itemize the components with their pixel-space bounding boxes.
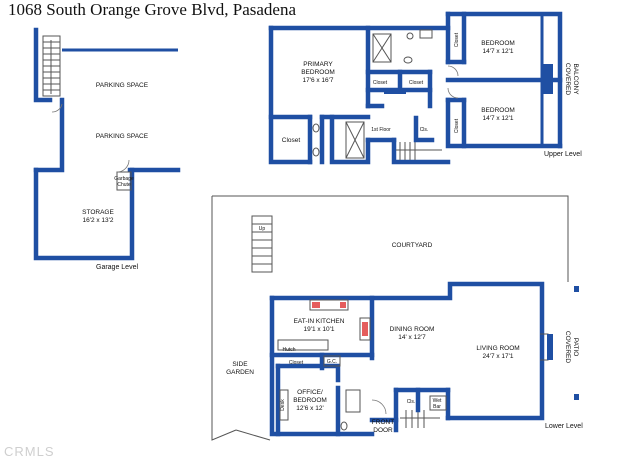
kitchen-name: EAT-IN KITCHEN — [294, 318, 345, 325]
lower-level: Up COURTYARD EAT-IN KITCHEN 19'1 x 10'1 … — [211, 195, 583, 441]
courtyard-label: COURTYARD — [392, 242, 433, 249]
page-title: 1068 South Orange Grove Blvd, Pasadena — [8, 0, 297, 19]
upper-level: PRIMARY BEDROOM 17'6 x 16'7 Closet Close… — [268, 11, 582, 165]
storage-name: STORAGE — [82, 209, 114, 216]
patio-label-2: PATIO — [572, 338, 579, 357]
parking-space-label-1: PARKING SPACE — [96, 82, 149, 89]
courtyard-stair: Up — [251, 215, 273, 273]
bedroom-top-size: 14'7 x 12'1 — [482, 48, 513, 55]
bedroom-top-name: BEDROOM — [481, 40, 515, 47]
front-door-label-2: DOOR — [373, 427, 393, 434]
closet-primary-label: Closet — [282, 137, 301, 144]
balcony-label-1: COVERED — [564, 63, 571, 95]
office-size: 12'6 x 12' — [296, 405, 323, 412]
living-name: LIVING ROOM — [476, 345, 519, 352]
storage-size: 16'2 x 13'2 — [82, 217, 113, 224]
cls-lower-label: Cls. — [407, 399, 416, 405]
closet-upper-bottom-label: Closet — [454, 118, 460, 133]
lower-level-label: Lower Level — [545, 423, 583, 430]
wet-bar-label-1: Wet — [433, 398, 442, 404]
wet-bar-label-2: Bar — [433, 404, 441, 410]
closet-lower-label: Closet — [289, 360, 304, 366]
living-size: 24'7 x 17'1 — [482, 353, 513, 360]
dining-size: 14' x 12'7 — [398, 334, 426, 341]
primary-bedroom-size: 17'6 x 16'7 — [302, 77, 333, 84]
closet-b-label: Closet — [409, 80, 424, 86]
bedroom-bottom-name: BEDROOM — [481, 107, 515, 114]
dining-name: DINING ROOM — [390, 326, 435, 333]
closet-upper-top-label: Closet — [454, 32, 460, 47]
kitchen-size: 19'1 x 10'1 — [303, 326, 334, 333]
patio-label-1: COVERED — [564, 331, 571, 363]
office-name: OFFICE/ — [297, 389, 323, 396]
hutch-label: Hutch — [282, 347, 295, 353]
lower-stair — [400, 410, 440, 428]
up-label: Up — [259, 226, 266, 232]
closet-a-label: Closet — [373, 80, 388, 86]
gc-label: G.C. — [327, 359, 337, 365]
garbage-chute-label-2: Chute — [117, 182, 131, 188]
garage-level: PARKING SPACE PARKING SPACE Garbage Chut… — [33, 27, 181, 271]
balcony-label-2: BALCONY — [572, 63, 579, 95]
bedroom-bottom-size: 14'7 x 12'1 — [482, 115, 513, 122]
cls-upper-label: Cls. — [420, 127, 429, 133]
garbage-chute-label-1: Garbage — [114, 176, 134, 182]
side-garden-label-2: GARDEN — [226, 369, 254, 376]
upper-level-label: Upper Level — [544, 151, 582, 158]
primary-bedroom-name-2: BEDROOM — [301, 69, 335, 76]
crmls-watermark: CRMLS — [4, 444, 55, 459]
parking-space-label-2: PARKING SPACE — [96, 133, 149, 140]
garage-level-label: Garage Level — [96, 264, 138, 271]
upper-stair — [396, 142, 442, 160]
side-garden-label-1: SIDE — [232, 361, 248, 368]
office-name-2: BEDROOM — [293, 397, 327, 404]
primary-bedroom-name: PRIMARY — [303, 61, 333, 68]
front-door-label-1: FRONT — [372, 419, 394, 426]
desk-label: Desk — [280, 399, 286, 411]
garage-stair — [33, 27, 61, 103]
first-floor-label: 1st Floor — [371, 127, 391, 133]
